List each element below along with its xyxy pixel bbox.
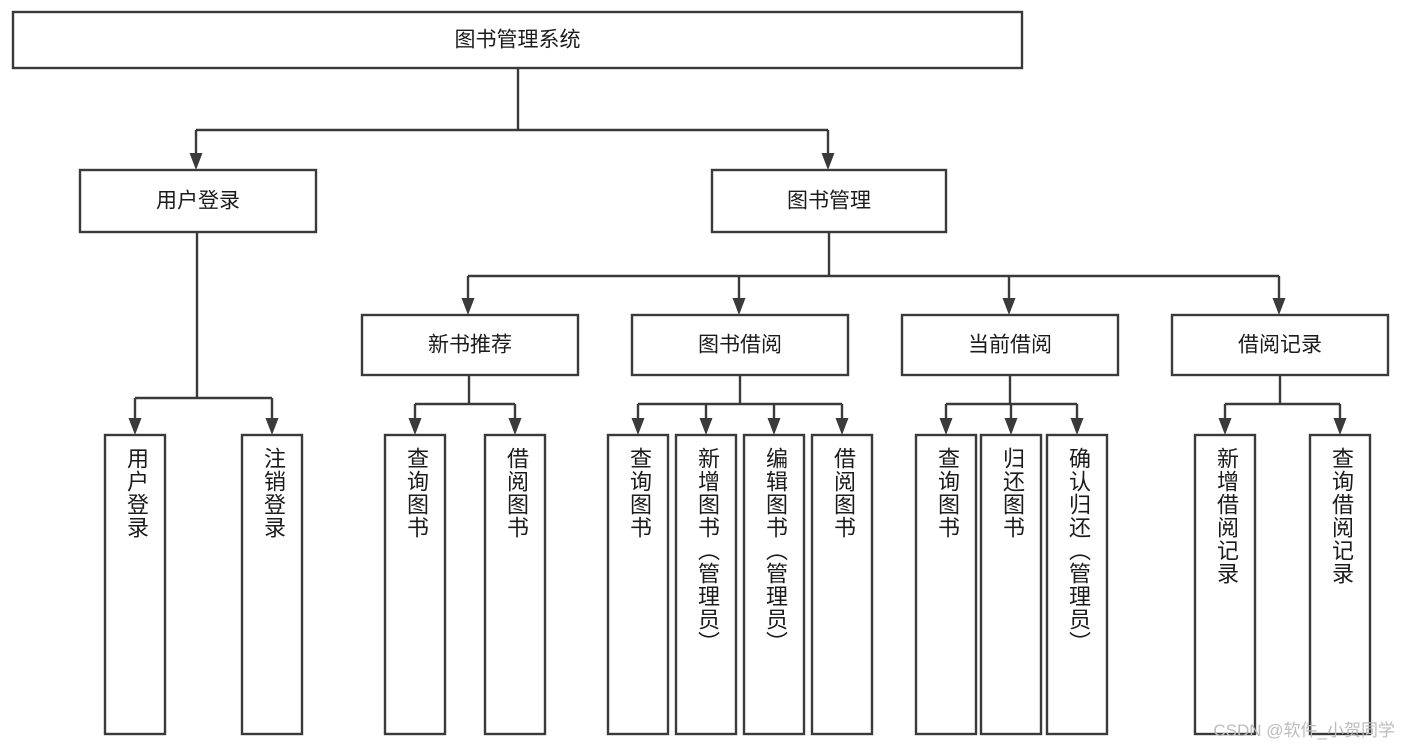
node-box-new-book-recommend[interactable] bbox=[360, 313, 580, 377]
node-box-leaf-edit-book[interactable] bbox=[742, 433, 806, 736]
arrow-head-icon bbox=[408, 418, 422, 435]
node-new-book-recommend[interactable]: 新书推荐 bbox=[360, 313, 580, 377]
node-label-book-borrow: 图书借阅 bbox=[698, 334, 782, 357]
node-box-leaf-add-book[interactable] bbox=[674, 433, 738, 736]
arrow-head-icon bbox=[265, 418, 279, 435]
node-root[interactable]: 图书管理系统 bbox=[11, 10, 1024, 70]
node-leaf-edit-book[interactable] bbox=[742, 433, 806, 736]
node-box-user-login[interactable] bbox=[78, 168, 318, 234]
node-box-leaf-user-login[interactable] bbox=[103, 433, 167, 736]
node-box-leaf-return-book[interactable] bbox=[979, 433, 1043, 736]
node-leaf-query-book-current[interactable] bbox=[914, 433, 978, 736]
arrow-head-icon bbox=[835, 418, 849, 435]
node-box-current-borrow[interactable] bbox=[900, 313, 1120, 377]
node-box-leaf-query-book-current[interactable] bbox=[914, 433, 978, 736]
connector-root-to-level2 bbox=[189, 68, 835, 170]
arrow-head-icon bbox=[767, 418, 781, 435]
arrow-head-icon bbox=[821, 153, 835, 170]
node-leaf-query-book-recommend[interactable] bbox=[383, 433, 447, 736]
node-current-borrow[interactable]: 当前借阅 bbox=[900, 313, 1120, 377]
node-box-root[interactable] bbox=[11, 10, 1024, 70]
connector-new-book-recommend-to-leaves bbox=[408, 375, 522, 435]
node-leaf-add-borrow-record[interactable] bbox=[1193, 433, 1257, 736]
watermark: CSDN @软件_小贺同学 bbox=[1213, 721, 1395, 740]
connector-book-management-to-level3 bbox=[461, 232, 1286, 315]
arrow-head-icon bbox=[508, 418, 522, 435]
node-book-management[interactable]: 图书管理 bbox=[710, 168, 948, 234]
arrow-head-icon bbox=[1272, 298, 1286, 315]
node-leaf-borrow-book[interactable] bbox=[810, 433, 874, 736]
node-leaf-return-book[interactable] bbox=[979, 433, 1043, 736]
arrow-head-icon bbox=[732, 298, 746, 315]
node-box-leaf-borrow-book[interactable] bbox=[810, 433, 874, 736]
connector-user-login-to-leaves bbox=[128, 232, 279, 435]
node-label-new-book-recommend: 新书推荐 bbox=[428, 334, 512, 357]
arrow-head-icon bbox=[699, 418, 713, 435]
node-box-leaf-query-book-borrow[interactable] bbox=[606, 433, 670, 736]
arrow-head-icon bbox=[128, 418, 142, 435]
connector-book-borrow-to-leaves bbox=[631, 375, 849, 435]
node-leaf-user-login[interactable] bbox=[103, 433, 167, 736]
node-leaf-borrow-book-recommend[interactable] bbox=[483, 433, 547, 736]
arrow-head-icon bbox=[1218, 418, 1232, 435]
node-leaf-query-book-borrow[interactable] bbox=[606, 433, 670, 736]
node-label-root: 图书管理系统 bbox=[455, 29, 581, 52]
connector-borrow-record-to-leaves bbox=[1218, 375, 1347, 435]
node-label-user-login: 用户登录 bbox=[156, 190, 240, 213]
arrow-head-icon bbox=[1333, 418, 1347, 435]
node-box-borrow-record[interactable] bbox=[1170, 313, 1390, 377]
node-user-login[interactable]: 用户登录 bbox=[78, 168, 318, 234]
node-label-borrow-record: 借阅记录 bbox=[1238, 334, 1322, 357]
node-box-leaf-logout[interactable] bbox=[240, 433, 304, 736]
arrow-head-icon bbox=[1070, 418, 1084, 435]
arrow-head-icon bbox=[631, 418, 645, 435]
node-label-book-management: 图书管理 bbox=[787, 190, 871, 213]
connector-current-borrow-to-leaves bbox=[939, 375, 1084, 435]
arrow-head-icon bbox=[1004, 418, 1018, 435]
node-label-current-borrow: 当前借阅 bbox=[968, 334, 1052, 357]
arrow-head-icon bbox=[1002, 298, 1016, 315]
node-box-leaf-borrow-book-recommend[interactable] bbox=[483, 433, 547, 736]
node-box-leaf-add-borrow-record[interactable] bbox=[1193, 433, 1257, 736]
node-box-book-borrow[interactable] bbox=[630, 313, 850, 377]
node-borrow-record[interactable]: 借阅记录 bbox=[1170, 313, 1390, 377]
node-box-leaf-query-borrow-record[interactable] bbox=[1308, 433, 1372, 736]
node-box-leaf-query-book-recommend[interactable] bbox=[383, 433, 447, 736]
arrow-head-icon bbox=[189, 153, 203, 170]
node-leaf-confirm-return[interactable] bbox=[1045, 433, 1109, 736]
arrow-head-icon bbox=[461, 298, 475, 315]
node-leaf-logout[interactable] bbox=[240, 433, 304, 736]
node-leaf-add-book[interactable] bbox=[674, 433, 738, 736]
node-box-book-management[interactable] bbox=[710, 168, 948, 234]
node-box-leaf-confirm-return[interactable] bbox=[1045, 433, 1109, 736]
arrow-head-icon bbox=[939, 418, 953, 435]
node-leaf-query-borrow-record[interactable] bbox=[1308, 433, 1372, 736]
node-book-borrow[interactable]: 图书借阅 bbox=[630, 313, 850, 377]
